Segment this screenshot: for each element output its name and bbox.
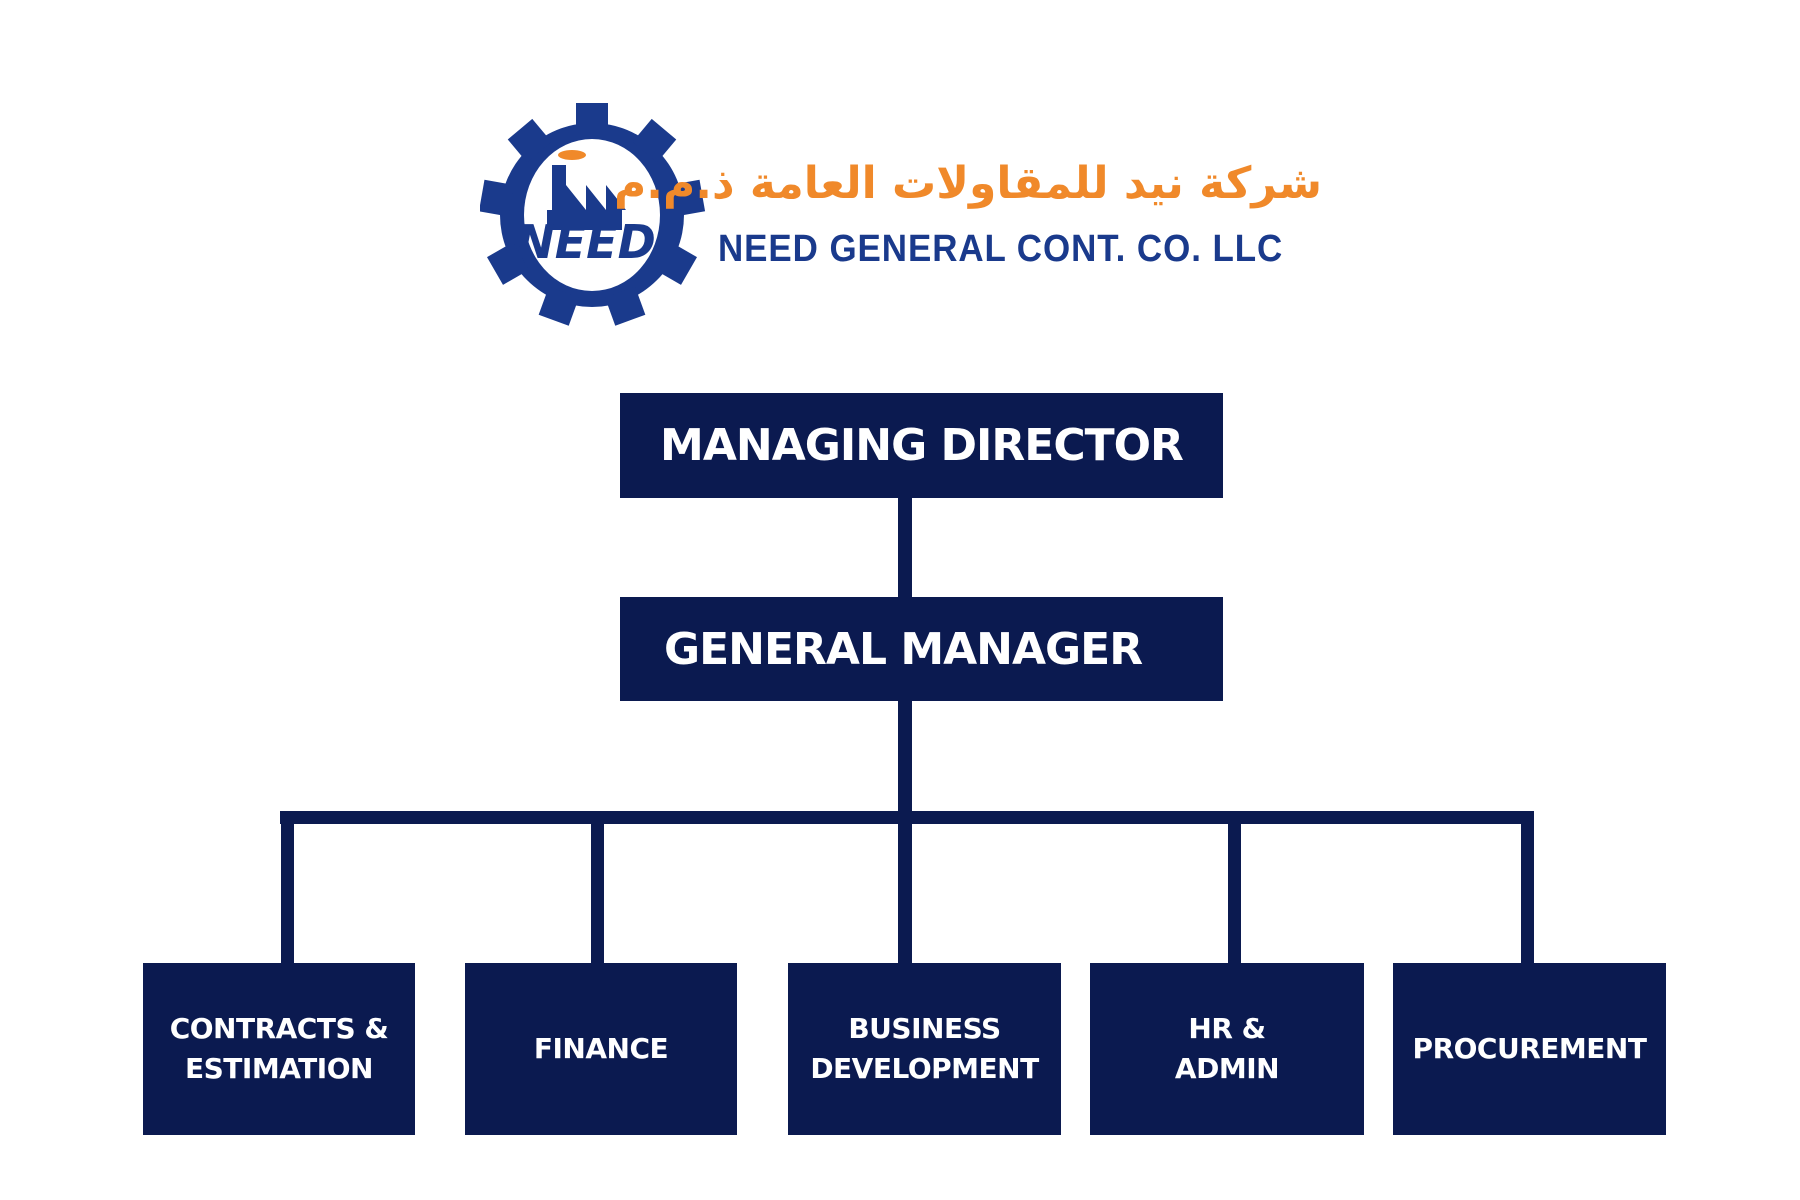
department-box-business-development: BUSINESS DEVELOPMENT bbox=[788, 963, 1061, 1135]
company-name-arabic: شركة نيد للمقاولات العامة ذ.م.م bbox=[614, 158, 1322, 209]
department-label-line1: BUSINESS bbox=[848, 1012, 1001, 1045]
department-label-line1: PROCUREMENT bbox=[1412, 1032, 1647, 1065]
connector-drop-4 bbox=[1228, 818, 1241, 964]
connector-gm-bus bbox=[898, 700, 912, 820]
department-label-line2: ADMIN bbox=[1174, 1052, 1280, 1085]
general-manager-box: GENERAL MANAGER bbox=[620, 597, 1223, 701]
logo-mark-text: NEED bbox=[516, 215, 656, 269]
general-manager-label: GENERAL MANAGER bbox=[664, 623, 1143, 675]
department-label-line1: CONTRACTS & bbox=[169, 1012, 389, 1045]
connector-drop-2 bbox=[591, 818, 604, 964]
department-label-line2: DEVELOPMENT bbox=[810, 1052, 1039, 1085]
department-box-hr-admin: HR & ADMIN bbox=[1090, 963, 1364, 1135]
department-box-contracts-estimation: CONTRACTS & ESTIMATION bbox=[143, 963, 415, 1135]
managing-director-label: MANAGING DIRECTOR bbox=[660, 420, 1184, 471]
managing-director-box: MANAGING DIRECTOR bbox=[620, 393, 1223, 498]
company-name-english: NEED GENERAL CONT. CO. LLC bbox=[718, 228, 1284, 270]
department-label-line1: HR & bbox=[1188, 1012, 1266, 1045]
connector-drop-3 bbox=[898, 818, 912, 964]
connector-drop-5 bbox=[1521, 818, 1534, 964]
department-box-finance: FINANCE bbox=[465, 963, 737, 1135]
connector-md-gm bbox=[898, 498, 912, 598]
department-label-line1: FINANCE bbox=[533, 1032, 669, 1065]
department-label-line2: ESTIMATION bbox=[185, 1052, 373, 1085]
department-box-procurement: PROCUREMENT bbox=[1393, 963, 1666, 1135]
gear-logo-icon: NEED bbox=[478, 103, 706, 326]
company-logo: NEED bbox=[478, 100, 710, 330]
connector-drop-1 bbox=[281, 818, 294, 964]
